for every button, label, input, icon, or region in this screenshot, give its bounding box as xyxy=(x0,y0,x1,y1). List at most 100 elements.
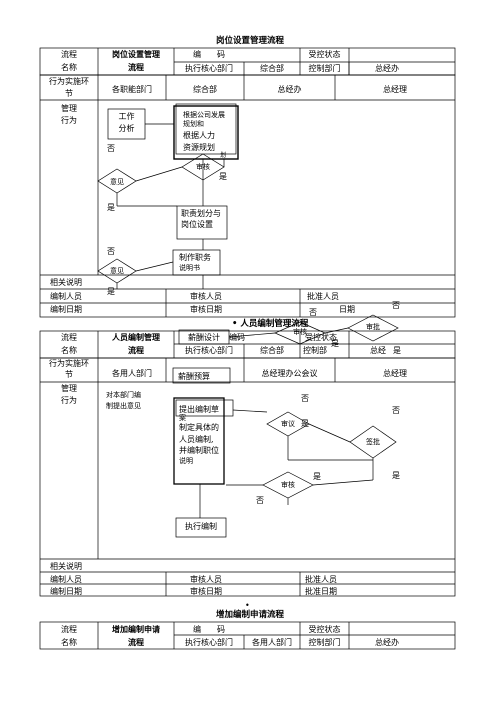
mgmt-label-2: 行为 xyxy=(61,116,77,125)
process-name-s3: 增加编制申请 xyxy=(112,625,160,634)
section1-title: 岗位设置管理流程 xyxy=(216,36,285,46)
step-work-analysis: 工作 xyxy=(118,112,135,121)
label-yes-6: 是 xyxy=(301,419,309,428)
code-label: 编 码 xyxy=(193,50,225,59)
section2-bullet-title: • 人员编制管理流程 xyxy=(232,319,309,330)
section2-title: 人员编制管理流程 xyxy=(240,319,309,329)
drafter-label-2: 编制人员 xyxy=(50,575,82,584)
step-job-desc-2: 说明书 xyxy=(179,264,200,272)
step-propose: 提出编制草 xyxy=(179,405,219,414)
mgmt-label: 管理 xyxy=(61,104,77,113)
exec-dept-label-2: 执行核心部门 xyxy=(185,346,233,355)
approver-label: 批准人员 xyxy=(307,292,339,301)
label-yes-8: 是 xyxy=(392,471,400,480)
lane-header-s2-3: 总经理办公会议 xyxy=(261,369,318,378)
decision-review-2: 审核 xyxy=(293,328,307,336)
decision-review-s2: 审核 xyxy=(281,481,295,489)
dept-b: 控制部门 xyxy=(308,64,341,73)
draft-date-label: 编制日期 xyxy=(50,305,82,314)
step-plan-1: 根据公司发展 xyxy=(183,111,225,119)
lane-header-s2-4: 总经理 xyxy=(383,369,407,378)
dept-a-2: 综合部 xyxy=(260,346,284,355)
step-plan-3: 根据人力 xyxy=(183,131,215,140)
label-yes-1: 是 xyxy=(219,172,227,181)
label-yes-3: 是 xyxy=(107,287,115,296)
label-no-3: 否 xyxy=(392,301,400,310)
header-name: 名称 xyxy=(61,63,77,72)
step-duty-2: 岗位设置 xyxy=(181,220,213,229)
code-label-3: 编 码 xyxy=(193,625,225,634)
lane-header-s2-2: 薪酬预算 xyxy=(178,372,210,381)
step-plan-5: 划 xyxy=(220,152,227,159)
step-dept-opinion-2: 制提出意见 xyxy=(106,402,141,410)
step-set-3: 并编制职位 xyxy=(179,446,219,455)
dept-a: 综合部 xyxy=(260,64,284,73)
header-name-2: 名称 xyxy=(61,346,77,355)
label-no-4: 否 xyxy=(309,308,317,317)
step-pay-design: 薪酬设计 xyxy=(188,333,220,342)
label-no-1: 否 xyxy=(107,144,115,153)
label-no-2: 否 xyxy=(107,247,115,256)
step-set-1: 制定具体的 xyxy=(179,423,219,432)
label-no-7: 否 xyxy=(256,496,264,505)
lane-header-3: 总经办 xyxy=(277,85,302,94)
related-notes-label-2: 相关说明 xyxy=(50,562,82,571)
reviewer-label: 审核人员 xyxy=(190,292,222,301)
decision-approve: 审批 xyxy=(366,323,380,331)
step-work-analysis-2: 分析 xyxy=(118,124,135,133)
dept-c-3: 总经办 xyxy=(375,638,399,647)
header-name-3: 名称 xyxy=(61,638,77,647)
control-status-label-2: 受控状态 xyxy=(305,333,337,342)
step-job-desc: 制作职务 xyxy=(179,253,211,262)
mgmt-label-s2: 管理 xyxy=(61,384,77,393)
dept-b-2: 控制部 xyxy=(303,346,327,355)
label-no-6: 否 xyxy=(392,406,400,415)
reviewer-label-2: 审核人员 xyxy=(190,575,222,584)
env-label-2: 节 xyxy=(65,89,73,98)
dept-c-2: 总经 xyxy=(370,346,386,355)
control-status-label: 受控状态 xyxy=(308,50,341,59)
related-notes-label: 相关说明 xyxy=(50,278,82,287)
header-flow: 流程 xyxy=(61,50,77,59)
step-plan-4: 资源规划 xyxy=(183,143,215,152)
approver-label-2: 批准人员 xyxy=(305,575,337,584)
dept-a-3: 各用人部门 xyxy=(252,638,292,647)
lane-header-4: 总经理 xyxy=(383,85,407,94)
control-status-label-3: 受控状态 xyxy=(308,625,341,634)
env-label-s2-2: 节 xyxy=(65,370,73,379)
draft-date-label-2: 编制日期 xyxy=(50,587,82,596)
lane-header-2: 综合部 xyxy=(193,85,217,94)
approve-date-label-2: 批准日期 xyxy=(305,587,337,596)
process-name: 岗位设置管理 xyxy=(112,50,160,59)
decision-review-1: 审核 xyxy=(196,163,210,171)
section3-bullet: • xyxy=(245,601,250,610)
env-label-s2: 行为实施环 xyxy=(49,359,89,368)
label-no-5: 否 xyxy=(301,394,309,403)
review-date-label-2: 审核日期 xyxy=(190,587,222,596)
lane-header-1: 各职能部门 xyxy=(112,85,152,94)
label-yes-5: 是 xyxy=(393,346,401,355)
step-execute: 执行编制 xyxy=(185,522,217,531)
decision-opinion-1: 意见 xyxy=(110,178,124,186)
process-name-2: 流程 xyxy=(128,63,144,72)
section3-title: 增加编制申请流程 xyxy=(216,610,285,620)
header-flow-3: 流程 xyxy=(61,625,77,634)
bullet: • xyxy=(232,319,238,329)
exec-dept-label-3: 执行核心部门 xyxy=(185,638,233,647)
decision-sign: 签批 xyxy=(366,438,380,446)
process-name-s2-2: 流程 xyxy=(128,346,144,355)
code-label-2: 编码 xyxy=(229,333,245,342)
step-propose-2: 案 xyxy=(179,414,186,422)
label-yes-4: 是 xyxy=(331,339,339,348)
exec-dept-label: 执行核心部门 xyxy=(185,64,233,73)
process-name-s2: 人员编制管理 xyxy=(112,333,160,342)
review-date-label: 审核日期 xyxy=(190,305,222,314)
step-set-4: 说明 xyxy=(179,457,193,465)
decision-opinion-2: 意见 xyxy=(110,267,124,275)
step-set-2: 人员编制, xyxy=(179,435,214,444)
step-plan-2: 规划和 xyxy=(183,120,204,128)
drafter-label: 编制人员 xyxy=(50,292,82,301)
dept-b-3: 控制部门 xyxy=(308,638,341,647)
label-yes-7: 是 xyxy=(313,472,321,481)
